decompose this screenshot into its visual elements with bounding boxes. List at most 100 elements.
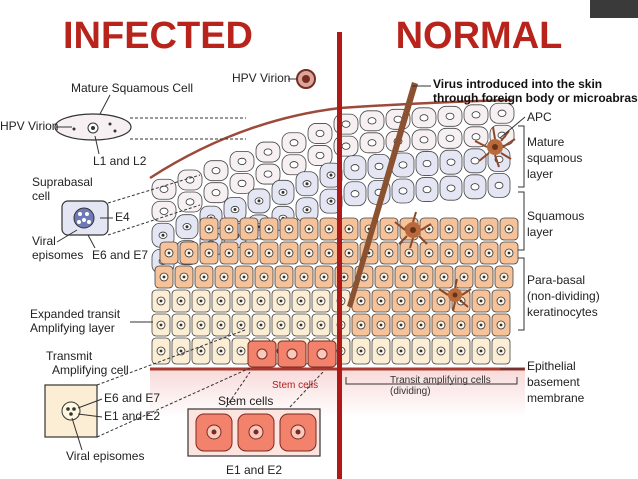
- apc-label: APC: [527, 110, 552, 124]
- nucleus-dot: [359, 349, 363, 353]
- stem-cell-dot: [295, 429, 301, 435]
- mature-squamous-label-3: layer: [527, 167, 553, 181]
- nucleus-dot: [219, 323, 223, 327]
- nucleus: [470, 183, 480, 191]
- nucleus: [211, 167, 221, 175]
- nucleus: [159, 185, 169, 193]
- nucleus-dot: [379, 299, 383, 303]
- nucleus-dot: [359, 299, 363, 303]
- nucleus-dot: [327, 251, 331, 255]
- nucleus-dot: [459, 349, 463, 353]
- nucleus-dot: [247, 227, 251, 231]
- hpv-virion-side-label: HPV Virion: [0, 119, 58, 133]
- nucleus-dot: [507, 251, 511, 255]
- mature-squamous-cell-icon: [54, 113, 132, 141]
- nucleus-dot: [467, 227, 471, 231]
- nucleus: [422, 159, 432, 168]
- e1-e2-box-label: E1 and E2: [104, 409, 160, 423]
- nucleus: [211, 189, 221, 197]
- nucleus-dot: [207, 251, 211, 255]
- parabasal-label-3: keratinocytes: [527, 305, 598, 319]
- nucleus-dot: [262, 275, 266, 279]
- viral-dot: [305, 182, 309, 186]
- squamous-layer-label-2: layer: [527, 225, 553, 239]
- e6-e7-label: E6 and E7: [92, 248, 148, 262]
- nucleus-dot: [247, 251, 251, 255]
- nucleus: [263, 170, 273, 178]
- nucleus-dot: [279, 299, 283, 303]
- nucleus-dot: [279, 323, 283, 327]
- parabasal-label-1: Para-basal: [527, 273, 585, 287]
- mature-squamous-label-2: squamous: [527, 151, 582, 165]
- nucleus-dot: [507, 227, 511, 231]
- virus-intro-line1: Virus introduced into the skin: [433, 77, 602, 91]
- nucleus-dot: [199, 323, 203, 327]
- nucleus: [422, 185, 432, 194]
- nucleus: [341, 142, 351, 150]
- nucleus-dot: [227, 251, 231, 255]
- nucleus: [350, 164, 360, 172]
- nucleus-dot: [362, 275, 366, 279]
- nucleus-dot: [179, 323, 183, 327]
- nucleus-dot: [319, 323, 323, 327]
- nucleus-dot: [222, 275, 226, 279]
- nucleus: [289, 161, 299, 169]
- nucleus-dot: [199, 349, 203, 353]
- apc-cell-2: [394, 211, 432, 249]
- nucleus-dot: [347, 227, 351, 231]
- nucleus: [446, 158, 456, 166]
- nucleus-dot: [219, 299, 223, 303]
- amplifying-cell-icon: [44, 384, 98, 438]
- nucleus-dot: [359, 323, 363, 327]
- viral-episomes-label: Viral episomes: [66, 449, 144, 463]
- epithelial-label-3: membrane: [527, 391, 585, 405]
- stem-cell-nucleus: [316, 348, 328, 360]
- nucleus-dot: [427, 227, 431, 231]
- nucleus: [367, 139, 377, 147]
- nucleus: [159, 207, 169, 215]
- nucleus-dot: [179, 349, 183, 353]
- nucleus: [341, 120, 351, 128]
- nucleus-dot: [422, 275, 426, 279]
- nucleus-dot: [202, 275, 206, 279]
- nucleus-dot: [182, 275, 186, 279]
- stem-cell-dot: [211, 429, 217, 435]
- suprabasal-label: Suprabasal: [32, 175, 93, 189]
- nucleus: [263, 148, 273, 156]
- nucleus-dot: [267, 251, 271, 255]
- nucleus: [315, 129, 325, 138]
- nucleus-dot: [207, 227, 211, 231]
- nucleus-dot: [322, 275, 326, 279]
- nucleus-dot: [162, 275, 166, 279]
- epithelial-label-1: Epithelial: [527, 359, 576, 373]
- nucleus-dot: [479, 349, 483, 353]
- nucleus: [446, 184, 456, 192]
- nucleus: [471, 133, 481, 141]
- nucleus-dot: [159, 349, 163, 353]
- nucleus-dot: [227, 227, 231, 231]
- normal-title: NORMAL: [396, 15, 563, 57]
- nucleus: [398, 161, 408, 169]
- nucleus-dot: [419, 323, 423, 327]
- viral-dot: [233, 208, 237, 212]
- transit-amplifying-label-1: Transit amplifying cells: [390, 375, 491, 386]
- nucleus-dot: [467, 251, 471, 255]
- nucleus-dot: [499, 299, 503, 303]
- nucleus-dot: [482, 275, 486, 279]
- nucleus-dot: [462, 275, 466, 279]
- viral-dot: [185, 225, 189, 229]
- virus-intro-line2: through foreign body or microabrasion: [433, 91, 638, 105]
- nucleus: [398, 187, 408, 195]
- nucleus: [367, 117, 377, 125]
- stem-cells-label: Stem cells: [218, 394, 273, 408]
- nucleus-dot: [319, 299, 323, 303]
- nucleus-dot: [382, 275, 386, 279]
- nucleus-dot: [299, 299, 303, 303]
- nucleus: [419, 136, 429, 144]
- nucleus-dot: [479, 323, 483, 327]
- nucleus-dot: [479, 299, 483, 303]
- nucleus-dot: [407, 251, 411, 255]
- nucleus: [497, 109, 507, 117]
- corner-decoration: [590, 0, 638, 18]
